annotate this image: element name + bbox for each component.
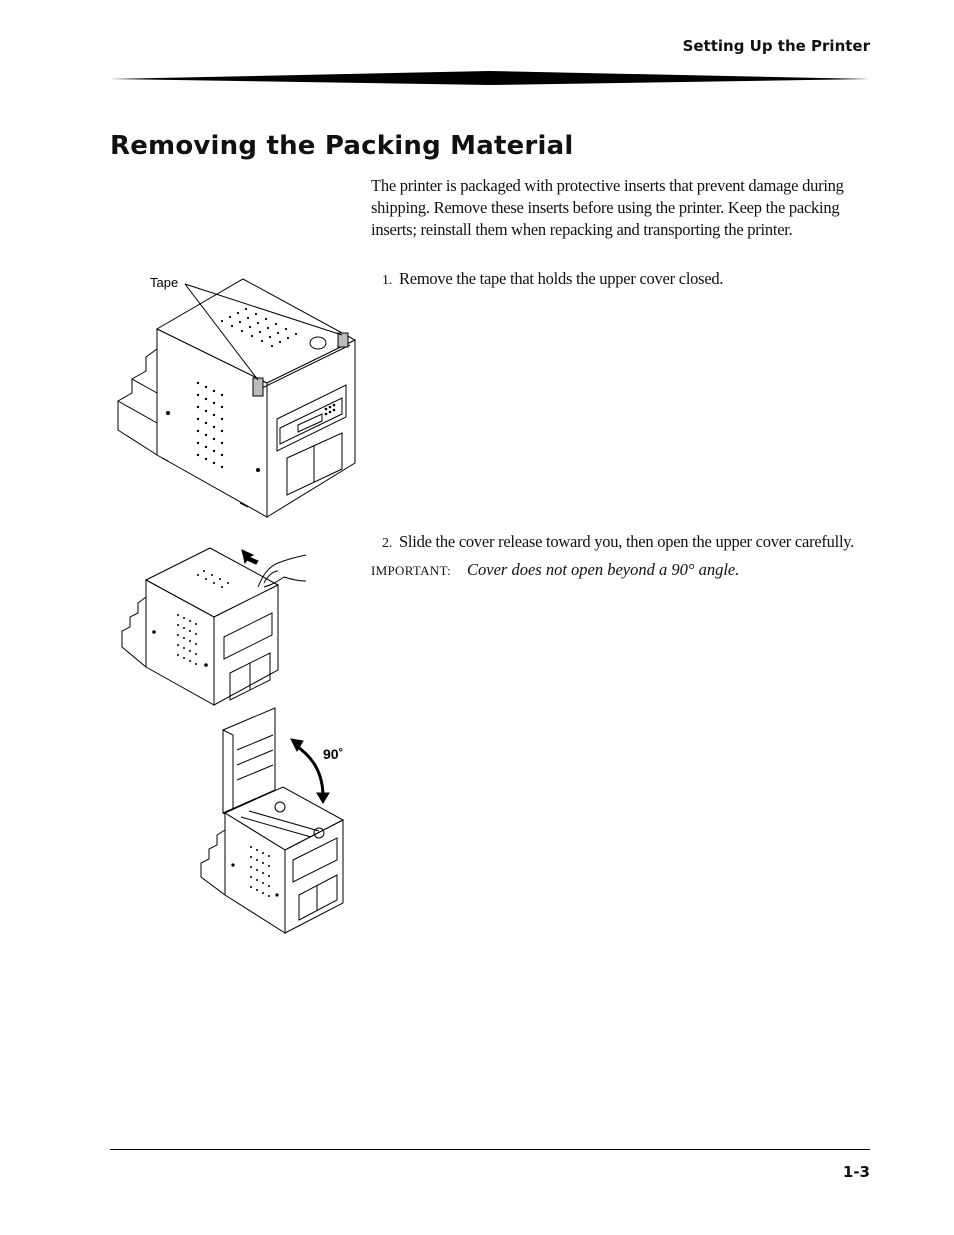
tape-label: Tape [150, 275, 178, 290]
important-text: Cover does not open beyond a 90° angle. [467, 560, 740, 579]
important-label: IMPORTANT: [371, 563, 451, 578]
running-header: Setting Up the Printer [682, 37, 870, 55]
step-2: 2. Slide the cover release toward you, th… [382, 532, 854, 552]
step-1: 1. Remove the tape that holds the upper c… [382, 269, 724, 289]
page-number: 1-3 [842, 1163, 870, 1181]
important-note: IMPORTANT: Cover does not open beyond a 9… [371, 560, 739, 580]
step-1-text: Remove the tape that holds the upper cov… [399, 269, 724, 288]
printer-tape-illustration: Tape [117, 275, 357, 518]
printer-cover-release-illustration [121, 547, 307, 706]
angle-label: 90˚ [323, 746, 343, 762]
intro-paragraph: The printer is packaged with protective … [371, 176, 844, 239]
step-2-number: 2. [382, 536, 392, 551]
step-1-number: 1. [382, 273, 392, 288]
footer-rule [110, 1149, 870, 1150]
printer-open-cover-illustration: 90˚ [200, 707, 345, 934]
step-2-text: Slide the cover release toward you, then… [399, 532, 855, 551]
header-rule [110, 71, 870, 85]
page-title: Removing the Packing Material [110, 131, 574, 161]
